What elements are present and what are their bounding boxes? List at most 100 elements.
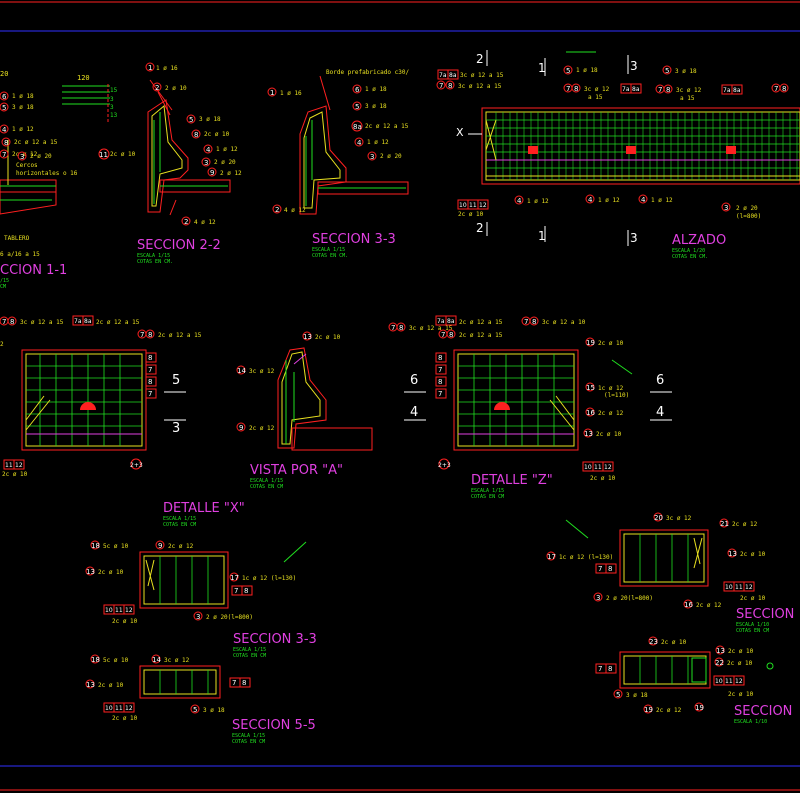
svg-text:3 ø 18: 3 ø 18	[199, 116, 221, 123]
svg-text:8: 8	[608, 565, 612, 573]
title-seccion-1-1: CCION 1-1	[0, 263, 67, 278]
svg-text:3c ø 12: 3c ø 12	[584, 86, 610, 93]
detail-x-grid: 5 3 7 8 3c ø 12 a 15 7a 8a 2c ø 12 a 15 …	[0, 315, 245, 528]
svg-text:3c ø 12: 3c ø 12	[676, 87, 702, 94]
svg-text:a 15: a 15	[588, 94, 603, 101]
svg-text:ESCALA 1/10: ESCALA 1/10	[734, 719, 767, 725]
title-detalle-x: DETALLE "X"	[163, 501, 245, 516]
title-alzado: ALZADO	[672, 233, 726, 248]
svg-text:1 ø 12: 1 ø 12	[367, 139, 389, 146]
svg-text:2: 2	[275, 206, 279, 214]
svg-text:3: 3	[630, 231, 638, 245]
svg-text:COTAS EN CM: COTAS EN CM	[163, 522, 196, 528]
svg-text:2c ø 10: 2c ø 10	[315, 334, 341, 341]
svg-text:ESCALA 1/20: ESCALA 1/20	[672, 248, 705, 254]
svg-text:ESCALA 1/15: ESCALA 1/15	[233, 647, 266, 653]
svg-text:8: 8	[148, 331, 152, 339]
svg-text:7: 7	[391, 324, 395, 332]
svg-text:2c ø 10: 2c ø 10	[590, 475, 616, 482]
svg-text:13: 13	[303, 333, 312, 341]
svg-text:23: 23	[649, 638, 658, 646]
svg-text:2c ø 10: 2c ø 10	[110, 151, 136, 158]
svg-text:13: 13	[716, 647, 725, 655]
svg-text:7: 7	[438, 390, 442, 398]
svg-text:19: 19	[695, 704, 704, 712]
svg-text:2 ø 20: 2 ø 20	[214, 159, 236, 166]
title-vista-por-a: VISTA POR "A"	[250, 463, 343, 478]
svg-text:2c ø 10: 2c ø 10	[661, 639, 687, 646]
svg-text:7: 7	[439, 82, 443, 90]
alzado-elevation: X 2 2 1 1 3 3 7a 8a 3c ø 12 a 15 7 8 3c …	[436, 50, 800, 260]
svg-text:11: 11	[725, 678, 733, 685]
svg-text:2: 2	[476, 221, 484, 235]
svg-text:7a: 7a	[723, 87, 731, 94]
svg-text:2 ø 20: 2 ø 20	[380, 153, 402, 160]
svg-text:10: 10	[715, 678, 723, 685]
svg-text:2c ø 10: 2c ø 10	[2, 471, 28, 478]
svg-text:4 ø 12: 4 ø 12	[194, 219, 216, 226]
svg-text:2c ø 12: 2c ø 12	[656, 707, 682, 714]
svg-text:3: 3	[370, 153, 374, 161]
title-seccion-3-3-lower: SECCION 3-3	[233, 632, 317, 647]
svg-text:ESCALA 1/15: ESCALA 1/15	[471, 488, 504, 494]
svg-text:12: 12	[745, 584, 753, 591]
svg-text:2+3: 2+3	[438, 462, 451, 469]
section-3-3-top: Borde prefabricado c30/ 1 1 ø 16 6 1 ø 1…	[267, 69, 409, 259]
svg-text:6: 6	[2, 93, 7, 101]
svg-text:1 ø 12: 1 ø 12	[527, 198, 549, 205]
svg-text:4: 4	[2, 126, 7, 134]
svg-text:22: 22	[715, 659, 724, 667]
svg-text:3 ø 18: 3 ø 18	[12, 104, 34, 111]
svg-text:2c ø 10: 2c ø 10	[204, 131, 230, 138]
svg-text:6: 6	[355, 86, 360, 94]
title-seccion-3-3: SECCION 3-3	[312, 232, 396, 247]
svg-text:2 ø 10: 2 ø 10	[165, 85, 187, 92]
svg-text:7: 7	[598, 565, 602, 573]
svg-text:7: 7	[148, 390, 152, 398]
svg-text:17: 17	[547, 553, 556, 561]
svg-text:19: 19	[586, 339, 595, 347]
svg-text:9: 9	[239, 424, 243, 432]
svg-text:16: 16	[586, 409, 595, 417]
svg-text:ESCALA 1/15: ESCALA 1/15	[137, 253, 170, 259]
svg-text:7a: 7a	[74, 318, 82, 325]
svg-text:17: 17	[230, 574, 239, 582]
svg-text:6: 6	[410, 373, 418, 388]
svg-text:3c ø 12: 3c ø 12	[666, 515, 692, 522]
svg-text:12: 12	[125, 607, 133, 614]
svg-text:ESCALA 1/15: ESCALA 1/15	[163, 516, 196, 522]
svg-text:2: 2	[0, 341, 4, 348]
svg-text:7: 7	[232, 679, 236, 687]
svg-text:2c ø 12 a 15: 2c ø 12 a 15	[459, 319, 503, 326]
svg-text:7: 7	[598, 665, 602, 673]
section-3-3-lower: 18 5c ø 10 9 2c ø 12 13 2c ø 10 17 1c ø …	[85, 540, 317, 659]
svg-text:4: 4	[357, 139, 362, 147]
svg-text:1 ø 16: 1 ø 16	[280, 90, 302, 97]
svg-text:2c ø 12 a 15: 2c ø 12 a 15	[158, 332, 202, 339]
svg-text:12: 12	[15, 462, 23, 469]
svg-text:19: 19	[644, 706, 653, 714]
svg-text:1 ø 18: 1 ø 18	[576, 67, 598, 74]
svg-text:3c ø 12 a 10: 3c ø 12 a 10	[542, 319, 586, 326]
svg-text:1 ø 16: 1 ø 16	[156, 65, 178, 72]
svg-text:2 ø 20(l=800): 2 ø 20(l=800)	[206, 614, 253, 621]
svg-text:3: 3	[110, 96, 114, 103]
svg-text:ESCALA 1/15: ESCALA 1/15	[250, 478, 283, 484]
svg-text:5: 5	[189, 116, 193, 124]
svg-text:COTAS EN CM: COTAS EN CM	[736, 628, 769, 634]
svg-text:COTAS EN CM: COTAS EN CM	[471, 494, 504, 500]
svg-text:4: 4	[641, 196, 646, 204]
svg-text:20: 20	[654, 514, 663, 522]
svg-text:8: 8	[242, 679, 246, 687]
title-seccion-5-5: SECCION 5-5	[232, 718, 316, 733]
svg-text:16: 16	[684, 601, 693, 609]
svg-text:2: 2	[155, 84, 159, 92]
svg-text:3: 3	[596, 594, 600, 602]
svg-text:2c ø 12: 2c ø 12	[12, 151, 38, 158]
svg-text:1 ø 12: 1 ø 12	[12, 126, 34, 133]
svg-text:1c ø 12: 1c ø 12	[598, 385, 624, 392]
svg-text:X: X	[456, 126, 464, 139]
svg-text:(l=110): (l=110)	[604, 392, 629, 399]
svg-text:1c ø 12 (l=130): 1c ø 12 (l=130)	[559, 554, 613, 561]
